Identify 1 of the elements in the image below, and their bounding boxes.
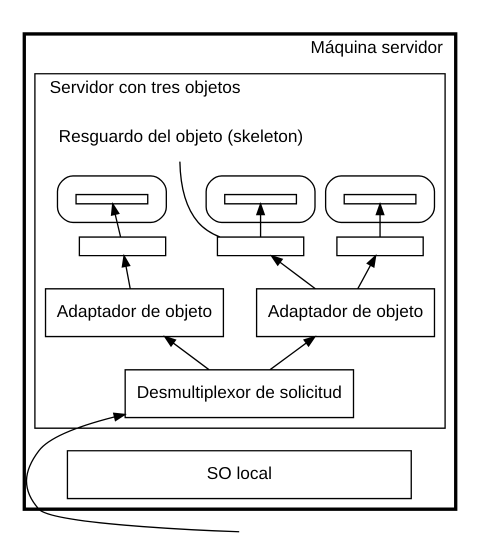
node-text: Resguardo del objeto (skeleton) xyxy=(58,125,304,146)
